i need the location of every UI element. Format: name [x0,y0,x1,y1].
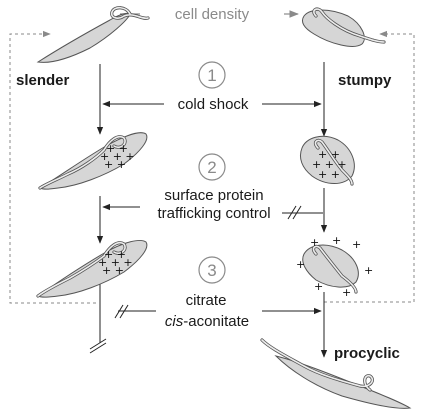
slender-inhibition-slash-icon [89,338,107,354]
svg-text:+ +: + + [318,148,340,161]
stumpy-trypanosome-icon-3: + + + + + + + [296,234,373,299]
svg-text:+ +: + + [104,158,126,171]
step3-circle [198,256,226,284]
left-dashed-loop [9,30,96,304]
svg-text:+: + [296,258,305,271]
stumpy-label: stumpy [338,72,392,89]
step3-line2-italic: cis [165,313,184,330]
citrate-inhibition-slash-icon [114,304,129,319]
svg-text:+ +: + + [104,248,126,261]
svg-text:+ + +: + + + [98,256,133,269]
step3-line2: cis-aconitate [165,313,249,330]
slender-trypanosome-icon [36,6,150,63]
stumpy-trypanosome-icon [301,7,386,47]
svg-text:+: + [364,264,373,277]
procyclic-trypanosome-icon [260,338,412,409]
slender-label: slender [16,72,70,89]
slender-trypanosome-icon-3: + + + + + + + [36,239,148,298]
stumpy-trypanosome-icon-2: + + + + + + + [299,135,355,186]
step1-number: 1 [207,66,216,85]
svg-text:+ +: + + [318,168,340,181]
step2-line2: trafficking control [157,205,270,222]
svg-text:+ + +: + + + [100,150,135,163]
svg-text:+: + [314,280,323,293]
procyclic-label: procyclic [334,345,400,362]
svg-text:+ +: + + [106,142,128,155]
slender-trypanosome-icon-2: + + + + + + + [38,132,148,190]
svg-text:+: + [352,238,361,251]
svg-text:+ +: + + [102,264,124,277]
svg-text:+: + [332,234,341,247]
svg-text:+ + +: + + + [312,158,347,171]
right-dashed-loop [324,30,415,303]
step1-circle [198,61,226,89]
svg-text:+: + [342,286,351,299]
step3-number: 3 [207,261,216,280]
step2-circle [198,153,226,181]
step2-line1: surface protein [164,187,263,204]
step2-number: 2 [207,158,216,177]
stumpy-inhibition-slash-icon [287,205,302,220]
svg-text:+: + [310,236,319,249]
step3-line1: citrate [186,292,227,309]
cold-shock-label: cold shock [178,96,249,113]
cell-density-label: cell density [175,6,250,23]
step3-line2-rest: -aconitate [183,313,249,330]
